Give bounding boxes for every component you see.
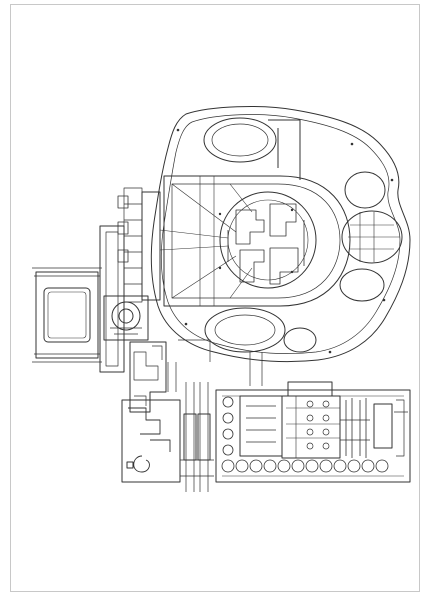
right-ellipse-upper <box>344 171 386 209</box>
bottom-left-square <box>126 461 134 469</box>
bottom-ellipse-side <box>283 327 317 353</box>
left-column-block <box>99 225 125 373</box>
bottom-ellipse-large <box>204 307 286 353</box>
right-ellipse-lower <box>339 268 385 302</box>
top-ellipse-inner <box>211 123 269 157</box>
connectors <box>167 339 263 392</box>
central-arena <box>163 175 351 307</box>
panel-circles-row <box>221 459 389 473</box>
bottom-left-hooks <box>128 407 171 473</box>
left-corridor-stair <box>123 187 143 303</box>
central-circle <box>219 191 317 289</box>
panel-right-bars <box>340 398 370 458</box>
bottom-right-panel <box>215 389 411 483</box>
lower-left-stair-detail <box>133 345 163 406</box>
central-arena-inner <box>171 183 341 299</box>
round-device-core <box>118 308 134 324</box>
tube-rails <box>180 382 214 492</box>
machinery-rails <box>246 405 276 443</box>
top-ellipse-large <box>203 117 277 163</box>
radial-lines <box>159 176 253 306</box>
lower-left-stair <box>129 341 167 413</box>
panel-right-edge <box>394 399 408 457</box>
left-column-inner <box>105 231 119 367</box>
machinery-block <box>239 395 283 457</box>
monitor-outer-rails <box>32 267 102 363</box>
panel-right-valve <box>373 403 393 449</box>
center-puzzle-pieces <box>227 203 305 285</box>
perimeter-dots <box>176 128 394 354</box>
top-spine <box>268 119 301 180</box>
bottom-left-panel <box>121 399 181 483</box>
monitor-screen <box>43 287 91 343</box>
round-device <box>111 301 141 331</box>
bottom-ellipse-inner <box>214 314 276 346</box>
monitor-screen-inner <box>47 291 87 339</box>
monitor-frame <box>35 271 99 359</box>
outer-boundary <box>150 106 411 363</box>
round-device-base <box>110 327 142 335</box>
panel-circles-left <box>222 396 234 456</box>
machinery-cross-lines <box>286 396 340 458</box>
left-corridor <box>141 191 161 301</box>
right-ellipse-hatch <box>348 212 400 262</box>
machinery-dials <box>306 400 330 450</box>
outer-boundary-inner <box>161 114 401 354</box>
right-ellipse-main <box>341 210 403 264</box>
machinery-top-cap <box>287 381 333 397</box>
round-device-box <box>103 295 149 341</box>
